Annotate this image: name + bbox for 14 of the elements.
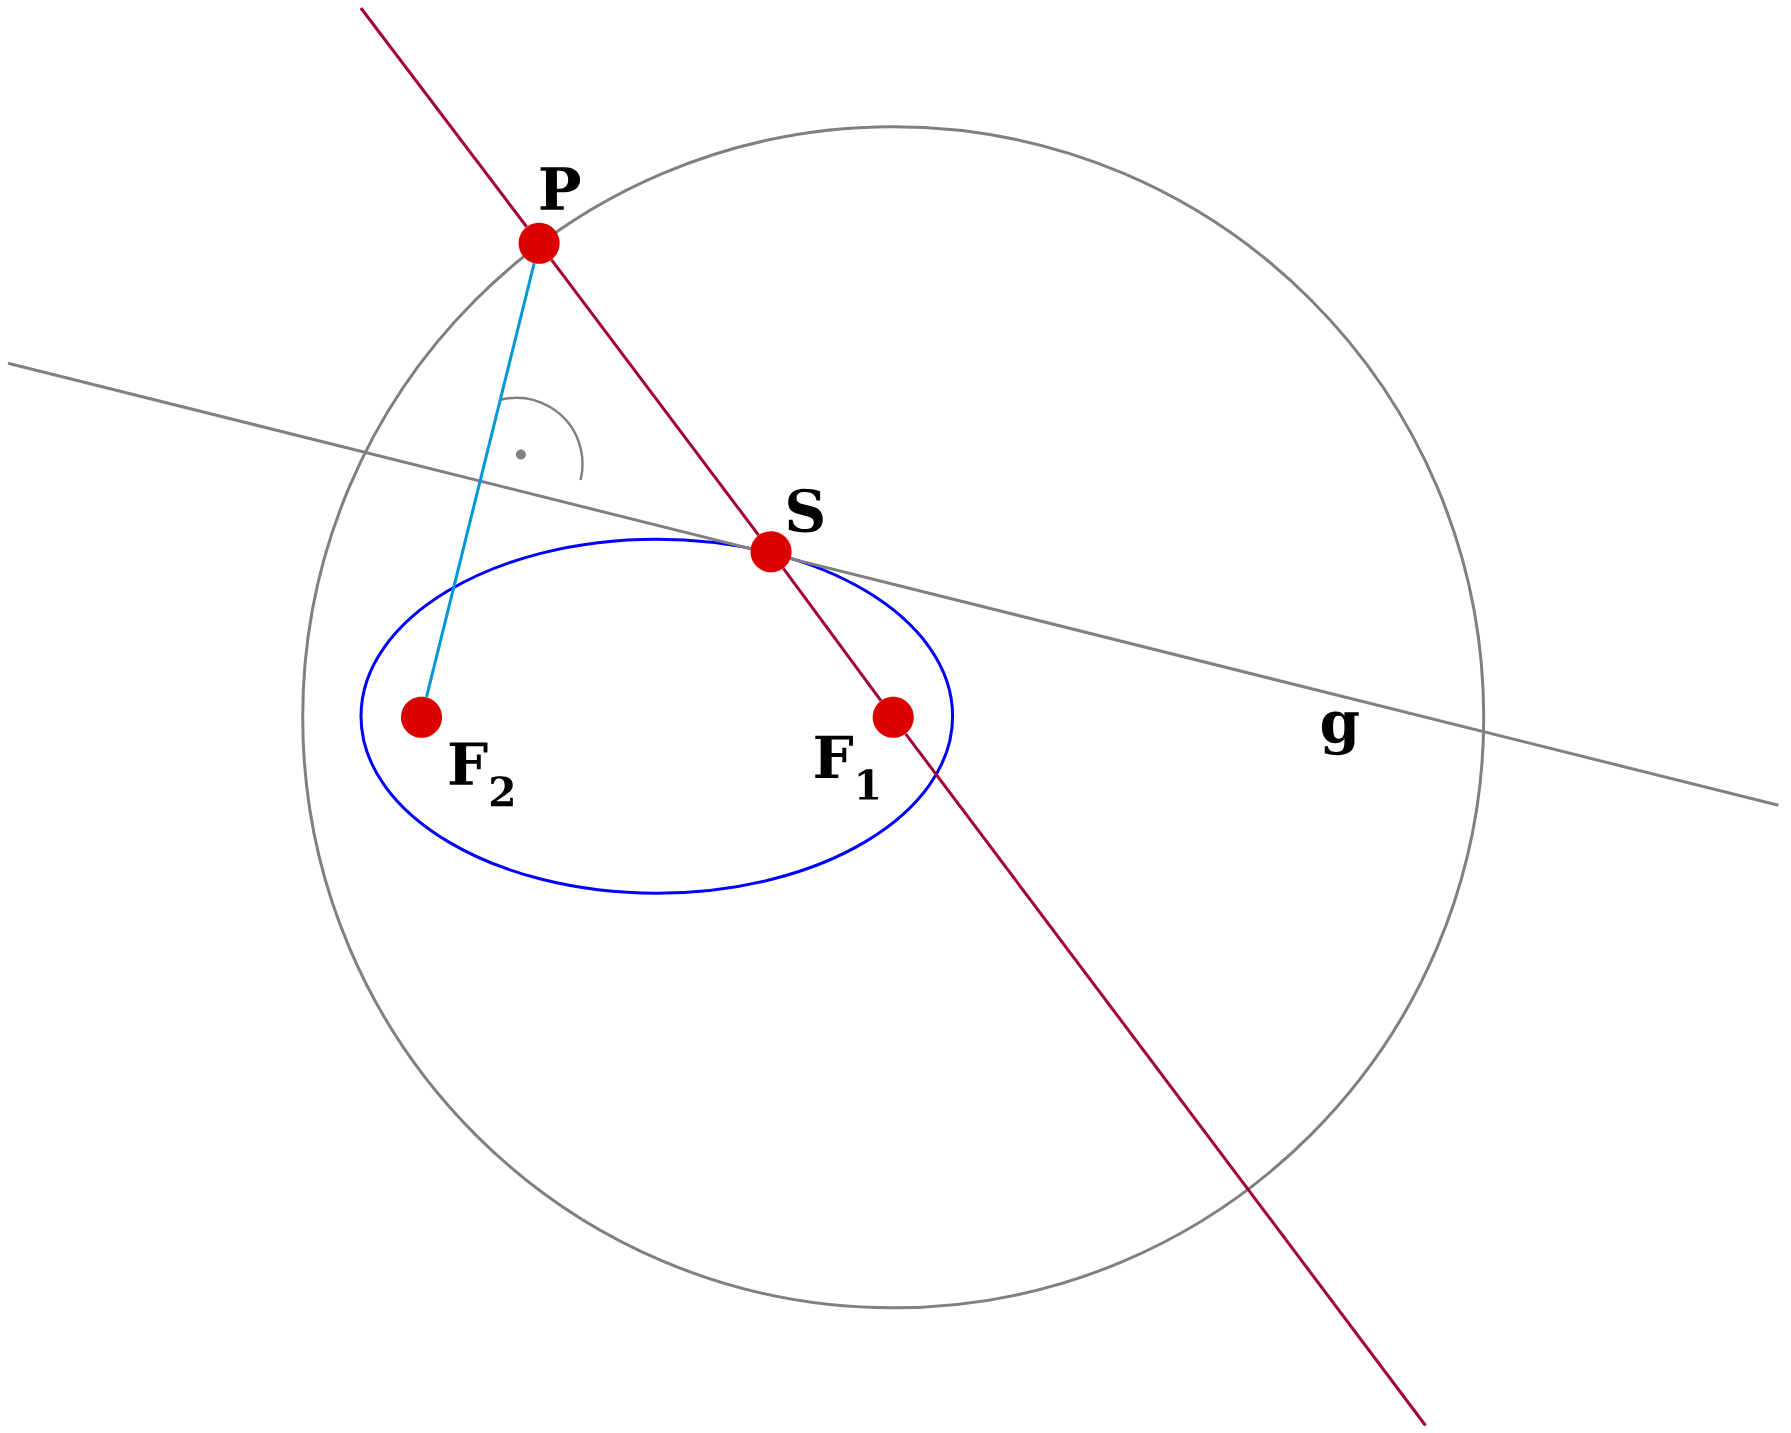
line-segment bbox=[904, 732, 1427, 1427]
line-segment bbox=[425, 263, 536, 698]
node-label: S bbox=[788, 488, 823, 533]
point: F$_{2}$ bbox=[400, 696, 513, 807]
line-segment bbox=[782, 567, 883, 702]
point: F$_{1}$ bbox=[815, 696, 914, 800]
line-segment bbox=[359, 7, 528, 228]
line-segment bbox=[550, 258, 760, 536]
node-label: F$_{1}$ bbox=[815, 735, 878, 800]
node-label: F$_{2}$ bbox=[449, 742, 513, 807]
point: P bbox=[518, 167, 581, 264]
node-label: P bbox=[540, 167, 581, 210]
point: S bbox=[750, 488, 823, 573]
line-label: g bbox=[1321, 711, 1359, 756]
